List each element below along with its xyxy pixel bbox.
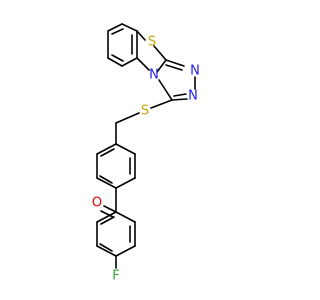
- bond: [107, 23, 123, 32]
- atom-label-nitrogen-bridgehead: N: [149, 68, 159, 83]
- atom-label-nitrogen-triazole-lower: N: [188, 89, 198, 104]
- carbonyl-group: [100, 187, 117, 218]
- bond-double: [165, 64, 183, 71]
- bond: [136, 30, 146, 41]
- bond: [96, 143, 117, 155]
- bond: [96, 245, 117, 257]
- bond: [115, 177, 136, 189]
- bond: [150, 99, 173, 109]
- bond-double: [99, 243, 113, 252]
- chemical-structure-diagram: S N N N S O F: [92, 23, 200, 284]
- atom-label-sulfur-thiazole: S: [148, 35, 156, 50]
- thiazole-ring: [136, 30, 167, 73]
- bond: [115, 211, 136, 223]
- bond: [96, 177, 117, 189]
- thioether-linker: [115, 99, 173, 124]
- bond: [153, 45, 167, 61]
- bond: [121, 57, 138, 67]
- bond: [171, 98, 188, 101]
- bond: [121, 23, 138, 32]
- bond: [136, 57, 150, 71]
- benzothiazole-benzene-ring: [107, 23, 138, 67]
- bond: [103, 205, 117, 213]
- bond-double: [173, 93, 187, 97]
- bond: [156, 59, 167, 73]
- atom-label-nitrogen-triazole-upper: N: [190, 64, 200, 79]
- bond-double: [111, 54, 124, 62]
- fluorophenyl-ring: [96, 211, 136, 269]
- bond: [158, 79, 173, 101]
- atom-label-fluorine: F: [112, 269, 119, 284]
- bond-double: [99, 175, 113, 184]
- bond: [115, 143, 136, 155]
- bond: [165, 59, 185, 67]
- atom-label-oxygen-carbonyl: O: [92, 196, 102, 211]
- bond-double: [111, 28, 124, 35]
- bond-double: [100, 148, 115, 157]
- bond: [115, 112, 140, 124]
- atom-label-sulfur-thioether: S: [141, 104, 149, 119]
- central-benzene-ring: [96, 122, 136, 189]
- bond: [115, 245, 136, 257]
- triazole-ring: [158, 59, 196, 101]
- bond: [96, 211, 117, 223]
- bond-double: [100, 210, 114, 218]
- bond: [107, 57, 123, 67]
- bond-double: [100, 216, 115, 225]
- atom-labels: S N N N S O F: [92, 35, 200, 284]
